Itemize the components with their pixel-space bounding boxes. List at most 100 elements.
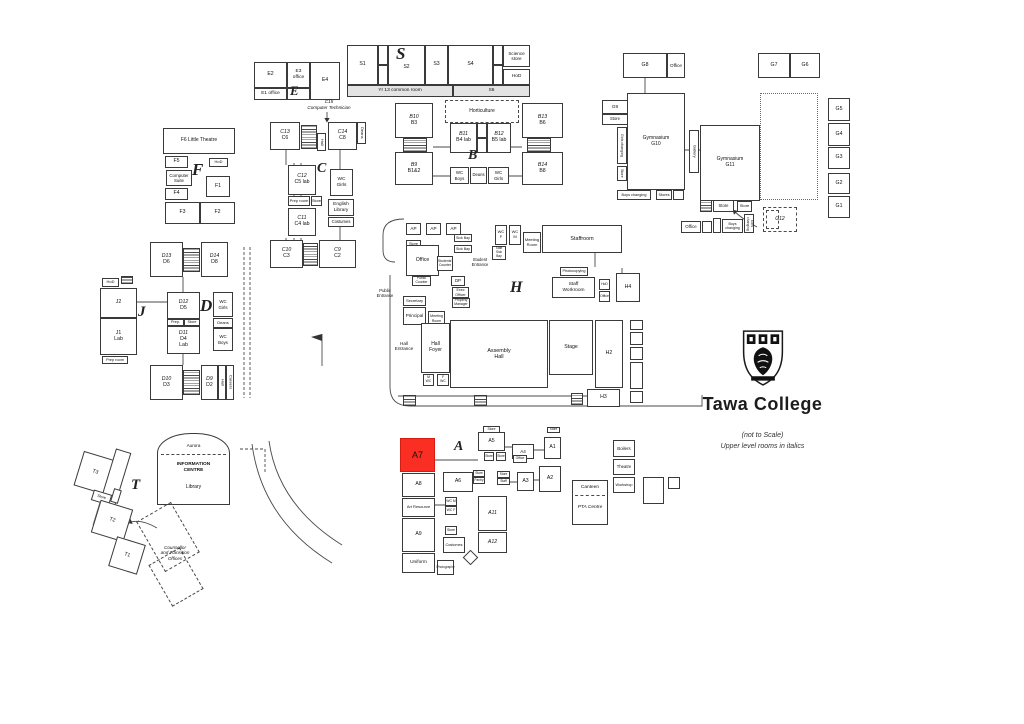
room-a-wc-m: WC M: [445, 497, 457, 506]
stage-room-3: [630, 347, 643, 360]
arrow-counsellor: [127, 518, 158, 529]
room-a9: A9: [402, 518, 435, 552]
room-c-store: Store: [311, 196, 322, 206]
room-s2: S2: [388, 45, 425, 85]
room-b-deans: Deans: [470, 167, 487, 184]
room-science-store: Science store: [503, 45, 530, 67]
room-boys-changing-2: Boys changing: [722, 219, 743, 233]
room-ap1: AP: [406, 223, 421, 235]
room-a11: A11: [478, 496, 507, 531]
room-c13-lower-label: C6: [281, 135, 289, 141]
bldg-info-centre: [157, 433, 230, 505]
room-b11-lower-label: B4 lab: [456, 137, 471, 143]
label-library: Library: [185, 483, 202, 490]
room-a-store-4: Store: [473, 470, 485, 477]
room-b12-upper-label: B12: [494, 131, 504, 138]
label-aurora: Aurora: [186, 442, 201, 448]
block-letter-c: C: [317, 161, 327, 176]
room-b14-lower-label: B8: [539, 167, 546, 174]
room-c9-lower-label: C2: [334, 253, 341, 259]
room-d10-lower-label: D3: [163, 381, 170, 388]
room-dp: DP: [451, 276, 465, 286]
room-a-wc-f: WC F: [445, 506, 457, 515]
b-small-1: [477, 123, 487, 138]
area-horticulture: Horticulture: [445, 100, 519, 123]
room-a1-store: Store: [547, 427, 560, 433]
room-a8: A8: [402, 473, 435, 497]
room-girls-changing-1: Girls changing: [617, 127, 627, 164]
b-small-2: [477, 138, 487, 153]
room-gallery: Gallery: [689, 130, 699, 173]
block-letter-d: D: [200, 296, 213, 315]
stairs-c-bottom: [303, 243, 318, 266]
room-d-wc-boys: WC Boys: [213, 328, 233, 351]
corridor-hall: [389, 275, 703, 407]
room-c-prep: Prep room: [288, 196, 310, 206]
room-f1: F1: [206, 176, 230, 197]
room-d14-lower-label: D8: [211, 258, 218, 265]
stairs-j: [121, 276, 133, 284]
room-d-hall: Hall: [218, 365, 226, 400]
stairs-d-top: [183, 248, 200, 272]
stairs-b-right: [527, 138, 551, 152]
room-meeting-room-2: Meeting Room: [523, 232, 541, 253]
room-gym-g10: Gymnasium G10: [627, 93, 685, 190]
room-d12-upper-label: D12: [178, 298, 189, 305]
room-c-hall: Hall: [317, 133, 326, 151]
block-letter-e: E: [290, 83, 299, 98]
room-b-wc-boys: WC Boys: [450, 167, 469, 184]
room-c14-upper-label: C14: [337, 129, 348, 136]
room-g4: G4: [828, 123, 850, 146]
room-d13-lower-label: D6: [163, 258, 170, 265]
room-ap2: AP: [426, 223, 441, 235]
room-d10-upper-label: D10: [161, 375, 172, 382]
room-g6: G6: [790, 53, 820, 78]
label-c15: C15 Computer Technician: [307, 99, 351, 110]
room-b10-upper-label: B10: [409, 113, 419, 120]
flag-icon: [311, 334, 322, 341]
room-j1: J1 Lab: [100, 318, 137, 355]
gym-small-3: [713, 218, 721, 233]
room-principal: Principal: [403, 307, 426, 325]
room-public-counter: Public Counter: [412, 276, 431, 286]
room-g-store-vert: Store: [617, 166, 627, 181]
room-h-office: Office: [599, 291, 610, 302]
walkway-dashed-3: [240, 448, 266, 472]
gym-small-1: [673, 190, 684, 200]
arrow-gym-store: [732, 209, 758, 228]
room-g2: G2: [828, 173, 850, 194]
block-letter-b: B: [468, 148, 478, 163]
room-h2: H2: [595, 320, 623, 388]
room-a7: A7: [400, 438, 435, 472]
area-courts: [760, 93, 818, 200]
room-staffroom: Staffroom: [542, 225, 622, 253]
room-a-store-1: Store: [445, 526, 457, 535]
strip-yr13: Yr 13 common room: [347, 85, 453, 97]
room-c-deans: Deans: [357, 122, 366, 144]
room-students-counter: Students' Counter: [437, 256, 453, 271]
stage-room-5: [630, 391, 643, 403]
block-letter-s: S: [396, 44, 406, 63]
room-d13-upper-label: D13: [161, 252, 172, 259]
room-d-store: Store: [184, 319, 200, 326]
label-hall-entrance: Hall Entrance: [394, 340, 414, 351]
room-careers: Careers: [226, 365, 234, 400]
steps-hall-3: [571, 393, 583, 405]
s-small-4: [493, 65, 503, 85]
room-c-wc-girls: WC Girls: [330, 169, 353, 196]
room-photocopying: Photocopying: [560, 267, 588, 276]
bldg-canteen: [572, 480, 608, 525]
room-s3: S3: [425, 45, 448, 85]
gym-small-2: [702, 221, 712, 233]
room-b9-upper-label: B9: [410, 161, 418, 168]
bldg-misc-1: [643, 477, 664, 504]
